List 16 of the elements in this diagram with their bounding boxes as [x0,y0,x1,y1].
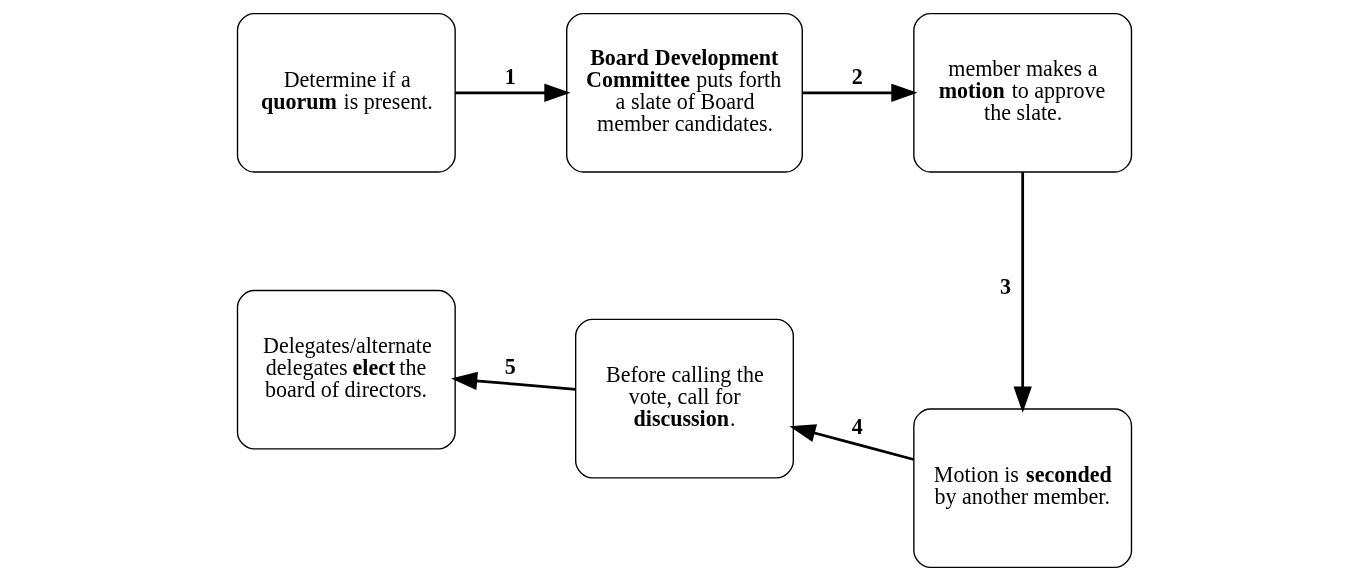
arrow [789,424,915,461]
node-box: Delegates/alternate delegates elect the board of directors. [236,289,456,450]
node-box: member makes a motion to approve the slate. [913,12,1133,173]
arrow [1013,172,1032,413]
edge-label: 3 [999,274,1011,300]
node-box: Determine if a quorum is present. [236,12,456,173]
node-box: Before calling the vote, call for discussion. [575,318,794,479]
arrow [802,83,918,102]
node-box: Motion is seconded by another member. [913,408,1133,569]
edge-label: 4 [851,414,863,440]
edge-label: 5 [504,353,516,379]
node-box: Board Development Committee puts forth a slate of Board member candidates. [566,12,803,173]
edge-label: 1 [504,64,516,90]
arrow [451,371,576,391]
edge-label: 2 [851,64,863,90]
arrow [455,83,571,102]
